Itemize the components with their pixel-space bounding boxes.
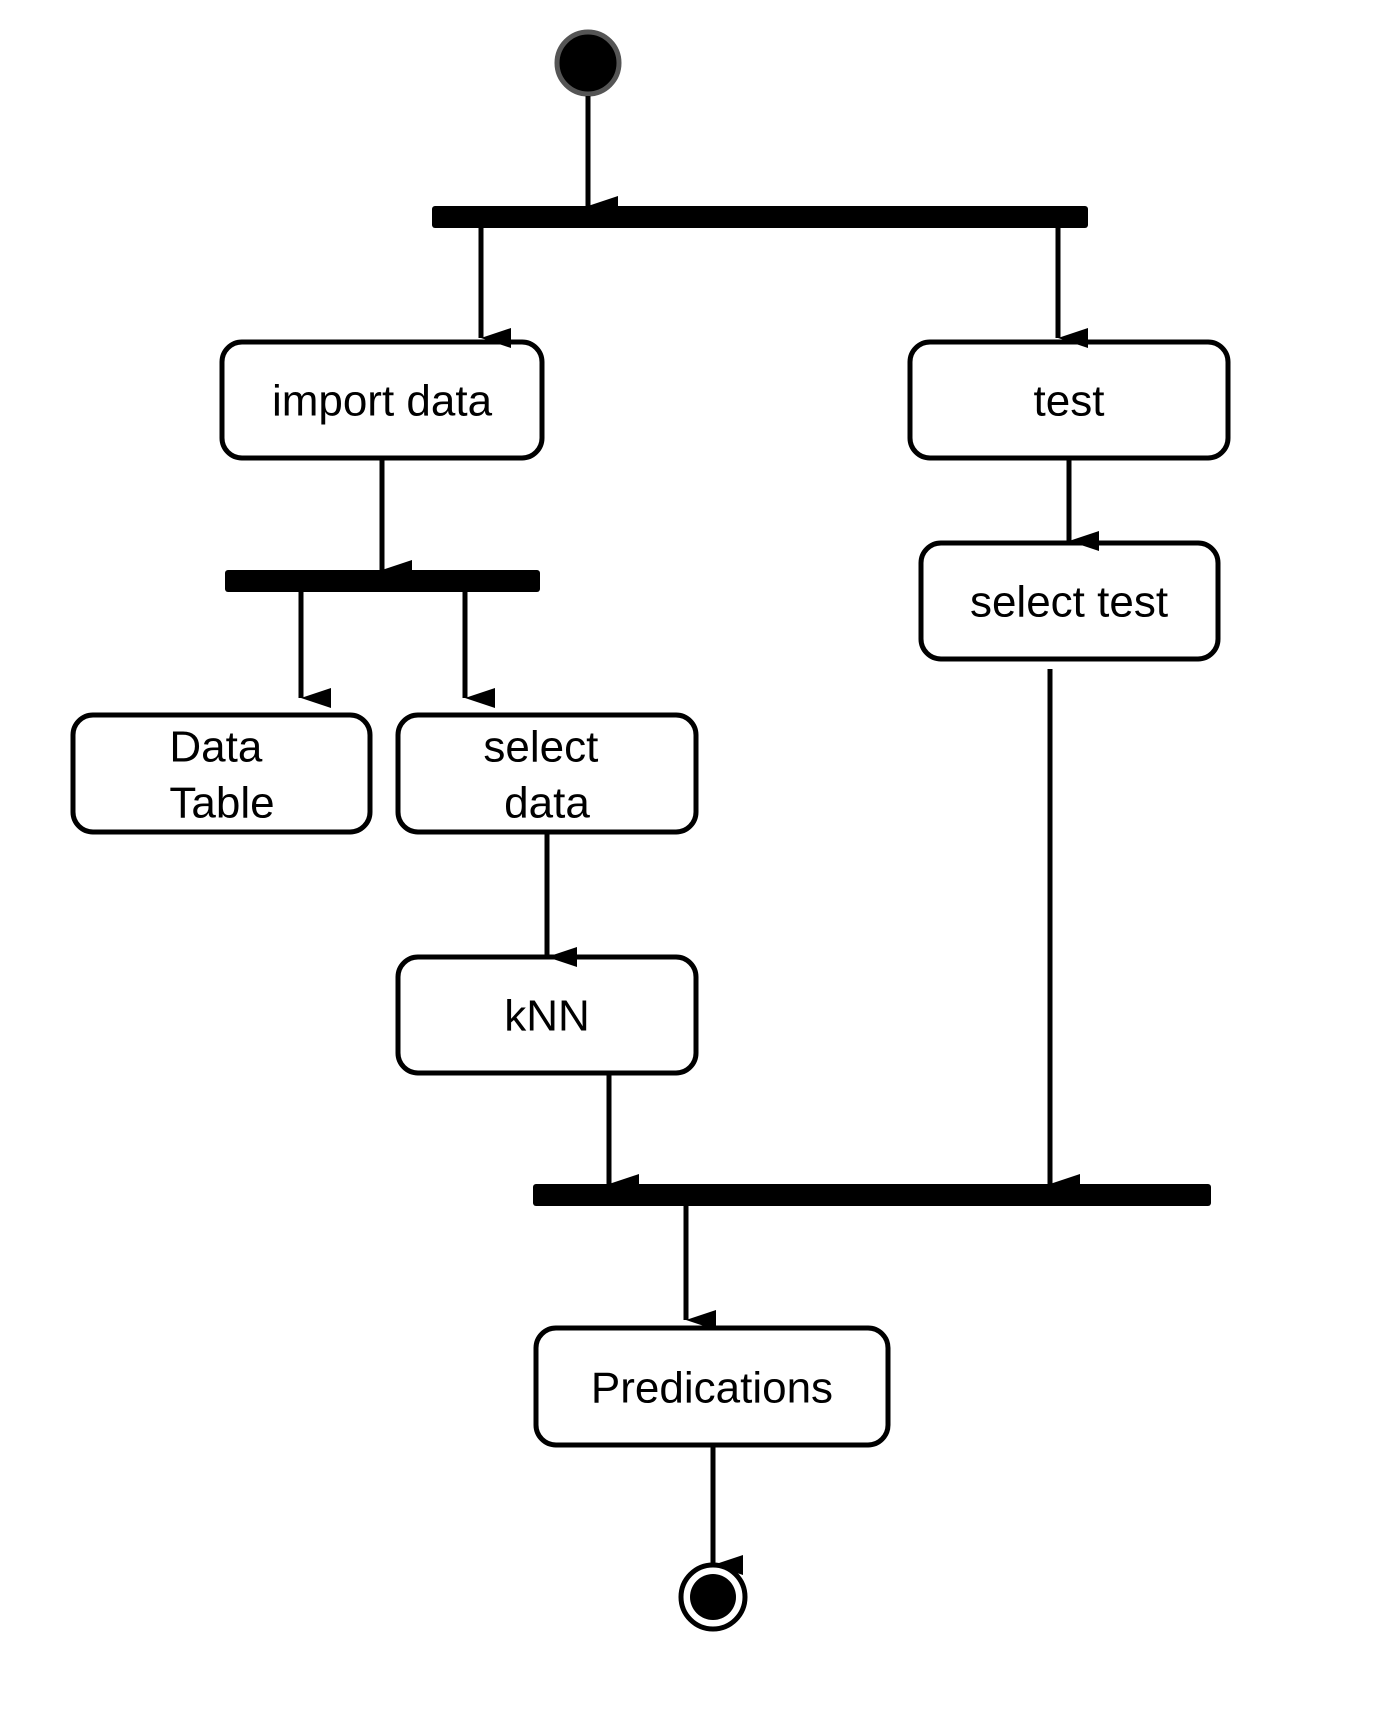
action-label: test bbox=[1034, 376, 1105, 425]
action-node-data-table: Data Table bbox=[70, 712, 373, 835]
action-label: select test bbox=[970, 577, 1168, 626]
action-label-line-1: Data bbox=[169, 722, 262, 771]
action-node-predications: Predications bbox=[533, 1325, 891, 1448]
svg-text:Predications: Predications bbox=[591, 1363, 833, 1412]
action-node-import-data: import data bbox=[219, 339, 545, 461]
initial-node bbox=[554, 29, 622, 97]
svg-text:select data: select data bbox=[483, 722, 610, 827]
svg-text:select test: select test bbox=[970, 577, 1168, 626]
svg-text:kNN: kNN bbox=[504, 991, 590, 1040]
action-label-line-1: select bbox=[483, 722, 598, 771]
final-node bbox=[678, 1562, 748, 1632]
action-label: Predications bbox=[591, 1363, 833, 1412]
action-node-knn: kNN bbox=[395, 954, 699, 1076]
action-node-select-data: select data bbox=[395, 712, 699, 835]
action-node-test: test bbox=[907, 339, 1231, 461]
action-node-select-test: select test bbox=[918, 540, 1221, 662]
fork-bar-import bbox=[225, 570, 540, 592]
join-bar-bottom bbox=[533, 1184, 1211, 1206]
action-label-line-2: Table bbox=[169, 778, 274, 827]
action-label: import data bbox=[272, 376, 493, 425]
fork-bar-top bbox=[432, 206, 1088, 228]
svg-text:import data: import data bbox=[272, 376, 493, 425]
action-label: kNN bbox=[504, 991, 590, 1040]
action-label-line-2: data bbox=[504, 778, 590, 827]
svg-text:test: test bbox=[1034, 376, 1105, 425]
svg-text:Data Table: Data Table bbox=[169, 722, 274, 827]
